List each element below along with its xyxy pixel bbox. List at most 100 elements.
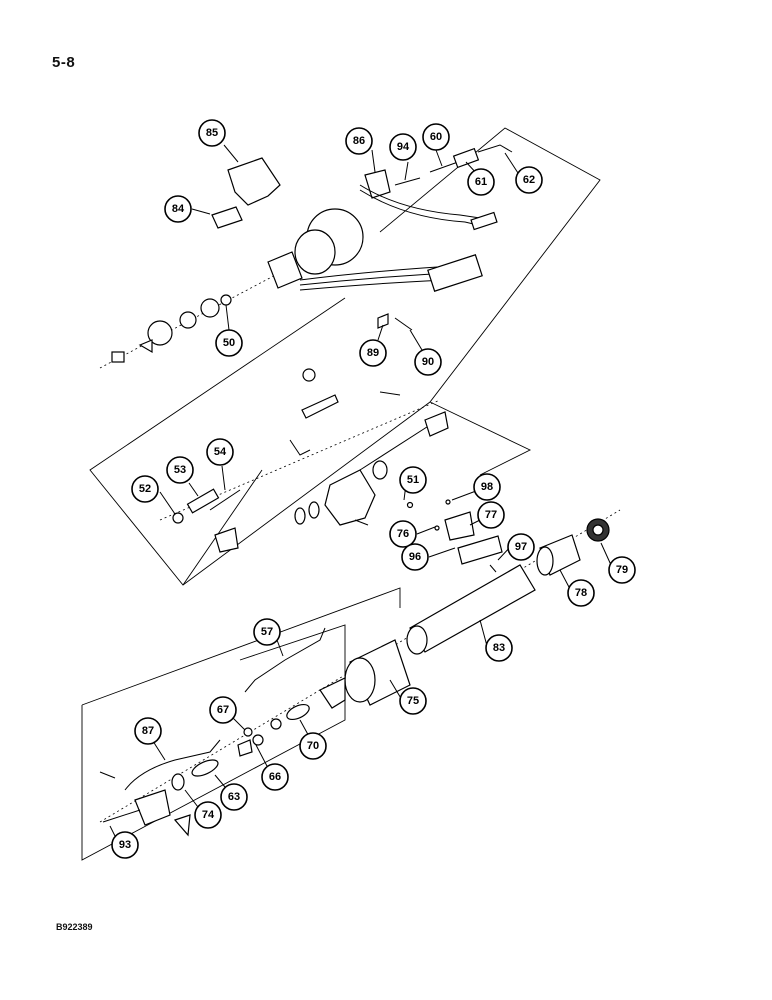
callout-50: 50 [215, 329, 243, 357]
figure-code: B922389 [56, 922, 93, 932]
callout-61: 61 [467, 168, 495, 196]
connector-upper [470, 211, 498, 231]
bracket-84 [211, 206, 243, 229]
callout-label: 61 [475, 176, 487, 188]
callout-52: 52 [131, 475, 159, 503]
callout-78: 78 [567, 579, 595, 607]
lower-assembly [99, 518, 610, 837]
callout-label: 93 [119, 839, 131, 851]
callout-87: 87 [134, 717, 162, 745]
callout-62: 62 [515, 166, 543, 194]
callout-54: 54 [206, 438, 234, 466]
screw-90 [394, 317, 413, 331]
assembly-frames [81, 127, 601, 861]
callout-label: 87 [142, 725, 154, 737]
callout-93: 93 [111, 831, 139, 859]
callout-79: 79 [608, 556, 636, 584]
callout-label: 66 [269, 771, 281, 783]
callout-label: 62 [523, 174, 535, 186]
callout-label: 67 [217, 704, 229, 716]
callout-75: 75 [399, 687, 427, 715]
washer-52 [172, 512, 184, 524]
callout-label: 83 [493, 642, 505, 654]
switch-96 [457, 535, 503, 565]
callout-label: 76 [397, 528, 409, 540]
harness-upper [359, 184, 481, 219]
pin-89 [377, 313, 389, 329]
callout-label: 50 [223, 337, 235, 349]
callout-74: 74 [194, 801, 222, 829]
callout-label: 79 [616, 564, 628, 576]
rod-57 [244, 627, 326, 693]
ring-74 [171, 773, 185, 791]
callout-96: 96 [401, 543, 429, 571]
callout-97: 97 [507, 533, 535, 561]
switch-86 [364, 169, 391, 199]
base-bracket [134, 789, 171, 826]
callout-label: 89 [367, 347, 379, 359]
spring-53 [186, 488, 220, 514]
callout-label: 84 [172, 203, 185, 215]
callout-label: 97 [515, 541, 527, 553]
switch-77 [444, 511, 475, 541]
callout-label: 85 [206, 127, 218, 139]
housing-main [324, 469, 376, 526]
sleeve-63 [191, 759, 219, 777]
bushing-66 [252, 734, 264, 746]
rod-60 [429, 161, 459, 173]
actuator-61 [452, 147, 480, 169]
callout-89: 89 [359, 339, 387, 367]
callout-label: 86 [353, 135, 365, 147]
lever-link [301, 394, 339, 419]
callout-51: 51 [399, 466, 427, 494]
callout-76: 76 [389, 520, 417, 548]
connector-lower [427, 254, 483, 292]
callout-label: 51 [407, 474, 419, 486]
callout-70: 70 [299, 732, 327, 760]
callout-label: 60 [430, 131, 442, 143]
cover-85 [227, 157, 281, 206]
callout-90: 90 [414, 348, 442, 376]
callout-label: 90 [422, 356, 434, 368]
bolt-54 [209, 489, 241, 511]
hub-plate [267, 251, 303, 289]
bolt-93 [102, 809, 141, 823]
axis-lines [99, 261, 621, 823]
callout-label: 75 [407, 695, 419, 707]
clip-67 [243, 727, 253, 737]
middle-assembly [172, 368, 503, 573]
callout-86: 86 [345, 127, 373, 155]
callout-77: 77 [477, 501, 505, 529]
callout-label: 94 [397, 141, 410, 153]
callout-66: 66 [261, 763, 289, 791]
callout-53: 53 [166, 456, 194, 484]
sleeve-70 [286, 703, 310, 721]
callouts: 85 84 86 94 60 61 62 50 89 90 54 53 52 5… [111, 119, 636, 859]
spring-50 [200, 298, 220, 318]
jacket-83 [409, 564, 536, 653]
callout-60: 60 [422, 123, 450, 151]
callout-label: 53 [174, 464, 186, 476]
callout-67: 67 [209, 696, 237, 724]
callout-label: 52 [139, 483, 151, 495]
callout-63: 63 [220, 783, 248, 811]
lever-62 [477, 144, 513, 153]
callout-label: 98 [481, 481, 493, 493]
callout-84: 84 [164, 195, 192, 223]
callout-98: 98 [473, 473, 501, 501]
callout-57: 57 [253, 618, 281, 646]
callout-label: 70 [307, 740, 319, 752]
callout-label: 57 [261, 626, 273, 638]
callout-label: 54 [214, 446, 227, 458]
callout-label: 78 [575, 587, 587, 599]
cam-plate [147, 320, 173, 346]
callout-label: 63 [228, 791, 240, 803]
top-assembly [111, 144, 513, 363]
callout-label: 74 [202, 809, 215, 821]
bracket-plate [319, 677, 346, 709]
callout-85: 85 [198, 119, 226, 147]
callout-83: 83 [485, 634, 513, 662]
page-number: 5-8 [52, 54, 76, 71]
shaft-94 [394, 177, 421, 186]
